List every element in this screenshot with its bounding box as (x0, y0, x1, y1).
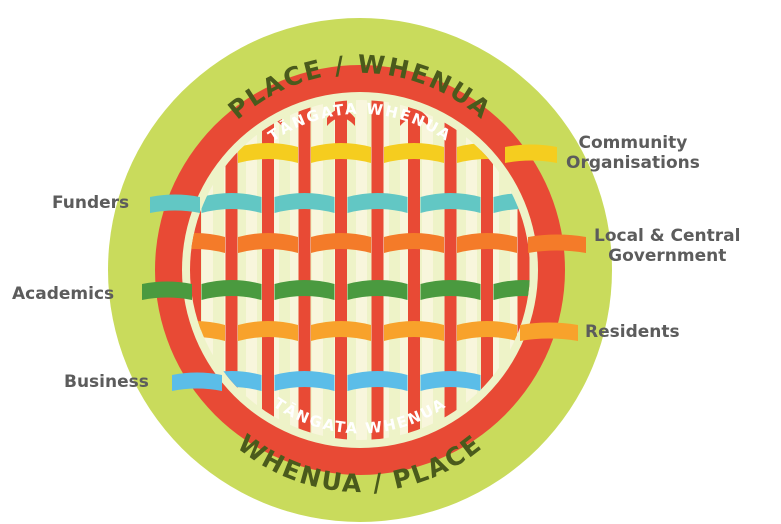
weft-segment (274, 371, 335, 391)
strand-tab (520, 322, 578, 341)
strand-tab (142, 281, 192, 300)
weft-segment (238, 321, 298, 341)
label-community-organisations-line2: Organisations (566, 153, 700, 173)
warp-arch (400, 109, 428, 126)
weave-background-stripe (466, 100, 477, 440)
weft-segment (311, 143, 371, 163)
weft-segment (201, 193, 262, 213)
weft-segment (347, 371, 408, 391)
weft-segment (274, 193, 335, 213)
weave-background-stripe (202, 100, 213, 440)
label-local-central-government: Local & Central Government (594, 226, 740, 266)
weft-segment (274, 280, 335, 300)
weft-segment (420, 371, 481, 391)
weft-segment (420, 193, 481, 213)
weave-background-stripe (400, 100, 411, 440)
warp-strand (262, 100, 274, 440)
weft-segment (238, 143, 298, 163)
strand-tabs (142, 144, 586, 391)
weft-segment (311, 321, 371, 341)
warp-strand (298, 100, 311, 440)
weft-segment (311, 233, 371, 253)
weft-segment (201, 280, 262, 300)
weave-background-stripe (510, 100, 521, 440)
weft-segment (238, 233, 298, 253)
label-government-line2: Government (608, 246, 727, 266)
warp-strand (371, 100, 384, 440)
weft-segment (190, 233, 225, 253)
label-academics: Academics (12, 284, 115, 304)
strand-tab (505, 144, 557, 163)
warp-strand (225, 100, 238, 440)
label-community-organisations-line1: Community (578, 133, 688, 153)
warp-strand (408, 100, 420, 440)
weave-background-stripe (488, 100, 499, 440)
label-business: Business (64, 372, 149, 392)
weft-segment (384, 233, 444, 253)
weave-background-stripe (312, 100, 323, 440)
weft-segment (457, 233, 517, 253)
weft-segment (384, 321, 444, 341)
label-funders: Funders (52, 193, 130, 213)
weave-background-stripe (356, 100, 367, 440)
weft-segment (347, 280, 408, 300)
warp-strand (481, 100, 493, 440)
label-residents: Residents (585, 322, 680, 342)
weft-segment (384, 143, 444, 163)
weave-background-stripe (422, 100, 433, 440)
weft-segment (493, 280, 530, 300)
weft-segment (347, 193, 408, 213)
strand-tab (150, 194, 200, 213)
warp-strand (444, 100, 457, 440)
weave-background-stripe (246, 100, 257, 440)
strand-tab (172, 372, 222, 391)
label-government-line1: Local & Central (594, 226, 741, 246)
warp-arch (327, 109, 355, 126)
weft-segment (457, 321, 517, 341)
warp-strand (335, 100, 347, 440)
weft-segment (420, 280, 481, 300)
label-community-organisations: Community Organisations (566, 133, 700, 173)
warp-strand (190, 100, 201, 440)
weave-background-stripe (290, 100, 301, 440)
strand-tab (528, 234, 586, 253)
